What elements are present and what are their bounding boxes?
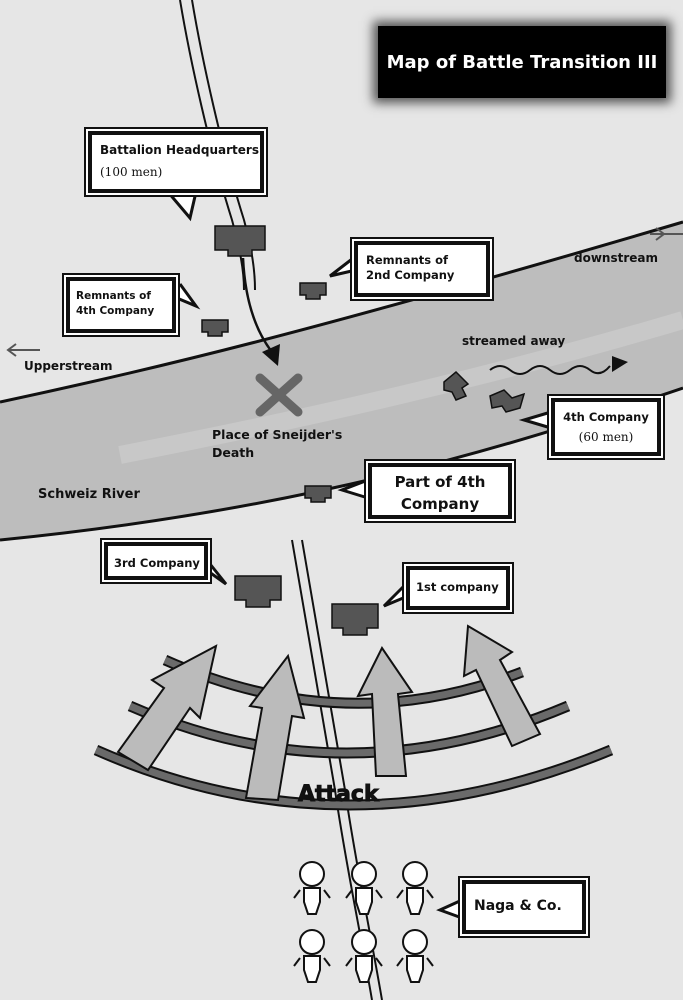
unit-marker-1st	[331, 603, 379, 636]
callout-3rd-company: 3rd Company	[104, 542, 208, 580]
unit-marker-3rd	[234, 575, 282, 608]
label-attack: Attack	[298, 782, 380, 808]
tail-1st	[382, 580, 410, 608]
death-place-line2: Death	[212, 445, 255, 460]
river-highlight	[118, 311, 683, 464]
map-title-box: Map of Battle Transition III	[378, 26, 666, 98]
callout-battalion-hq: Battalion Headquarters (100 men)	[88, 131, 264, 193]
remnants-4th-line2: 4th Company	[76, 305, 155, 317]
figure-4	[293, 929, 331, 983]
map-title: Map of Battle Transition III	[386, 51, 658, 73]
part-4th-line2: Company	[400, 495, 480, 513]
remnants-2nd-line2: 2nd Company	[366, 268, 455, 282]
battalion-hq-strength: (100 men)	[100, 165, 163, 179]
figure-1	[293, 861, 331, 915]
fourth-company-strength: (60 men)	[578, 430, 634, 444]
third-company-name: 3rd Company	[114, 556, 200, 570]
attack-arrow-2	[244, 653, 306, 802]
label-streamed-away: streamed away	[462, 334, 566, 348]
upstream-arrow	[6, 343, 40, 357]
figure-6	[396, 929, 434, 983]
callout-remnants-2nd: Remnants of 2nd Company	[354, 241, 490, 297]
tail-remnants-4th	[171, 283, 201, 310]
callout-part-4th: Part of 4th Company	[368, 463, 512, 519]
hq-move-arrow	[241, 257, 280, 366]
figure-3	[396, 861, 434, 915]
remnants-2nd-line1: Remnants of	[366, 253, 449, 267]
unit-marker-remnants-4th	[201, 319, 229, 337]
tail-part-4th	[337, 478, 369, 500]
label-river-name: Schweiz River	[38, 487, 140, 502]
unit-marker-4th-b	[489, 389, 526, 413]
death-place-line1: Place of Sneijder's	[212, 427, 343, 442]
tail-remnants-2nd	[329, 254, 357, 278]
label-upstream: Upperstream	[24, 359, 113, 373]
river-body	[0, 222, 683, 540]
tail-naga	[436, 898, 463, 920]
remnants-4th-line1: Remnants of	[76, 290, 151, 302]
figure-5	[345, 929, 383, 983]
attack-arrow-3	[356, 646, 414, 777]
callout-naga: Naga & Co.	[462, 880, 586, 934]
unit-marker-remnants-2nd	[299, 282, 327, 300]
downstream-arrow	[650, 227, 683, 241]
tail-4th-company	[518, 410, 552, 430]
river-north-bank	[0, 220, 683, 404]
unit-marker-part-4th	[304, 485, 332, 503]
unit-marker-hq	[214, 225, 266, 257]
streamed-away-arrow	[489, 356, 628, 375]
attack-arrow-4	[462, 624, 542, 748]
callout-remnants-4th: Remnants of 4th Company	[66, 277, 176, 333]
battalion-hq-name: Battalion Headquarters	[100, 143, 259, 157]
naga-name: Naga & Co.	[474, 898, 562, 914]
first-company-name: 1st company	[416, 580, 499, 594]
callout-4th-company: 4th Company (60 men)	[551, 398, 661, 456]
part-4th-line1: Part of 4th	[394, 473, 486, 491]
attack-arrow-1	[116, 644, 218, 772]
naga-figures	[293, 861, 434, 983]
label-death-place: Place of Sneijder's Death	[212, 426, 342, 462]
callout-tails	[166, 191, 552, 920]
callout-1st-company: 1st company	[406, 566, 510, 610]
label-downstream: downstream	[574, 251, 658, 265]
tail-hq	[166, 191, 198, 222]
fourth-company-name: 4th Company	[563, 410, 649, 424]
attack-arcs	[93, 654, 614, 811]
unit-marker-4th-a	[443, 370, 470, 401]
death-x-marker	[255, 373, 303, 417]
figure-2	[345, 861, 383, 915]
